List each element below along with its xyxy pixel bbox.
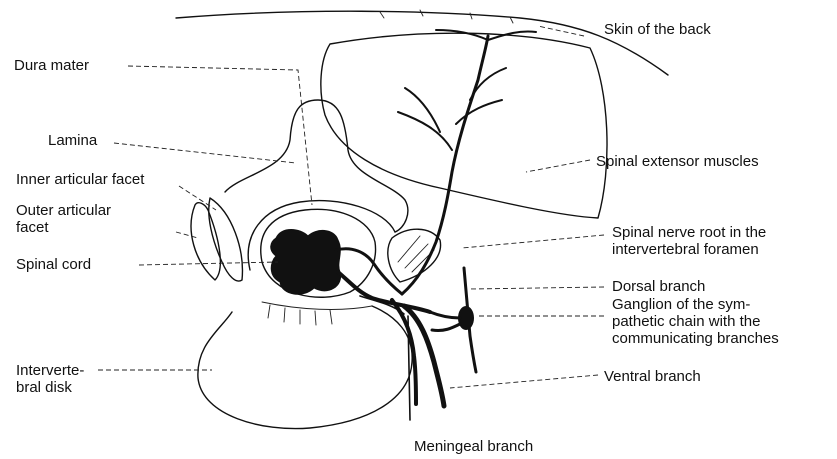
skin-outline	[176, 11, 668, 75]
right-facet-outline	[388, 229, 441, 282]
label-sympathetic-ganglion: Ganglion of the sym- pathetic chain with…	[612, 296, 779, 347]
label-intervertebral-disk: Interverte- bral disk	[16, 362, 84, 396]
label-dorsal-branch: Dorsal branch	[612, 278, 705, 295]
dorsal-branch-twigs	[398, 30, 536, 150]
communicating-branches	[430, 312, 460, 331]
label-inner-articular-facet: Inner articular facet	[16, 171, 144, 188]
label-spinal-extensor-muscles: Spinal extensor muscles	[596, 153, 759, 170]
disk-ligament	[262, 302, 372, 325]
vertebral-arch-outline	[225, 100, 408, 232]
label-spinal-cord: Spinal cord	[16, 256, 91, 273]
spinal-cord-shape	[271, 230, 341, 295]
label-meningeal-branch: Meningeal branch	[414, 438, 533, 455]
inner-facet-outline	[209, 198, 243, 281]
label-spinal-nerve-root: Spinal nerve root in the intervertebral …	[612, 224, 766, 258]
outer-facet-outline	[191, 203, 220, 280]
label-dura-mater: Dura mater	[14, 57, 89, 74]
label-lamina: Lamina	[48, 132, 97, 149]
label-ventral-branch: Ventral branch	[604, 368, 701, 385]
dorsal-branch-nerve	[402, 36, 488, 294]
disk-outline	[198, 306, 412, 429]
label-outer-articular-facet: Outer articular facet	[16, 202, 111, 236]
label-skin-of-the-back: Skin of the back	[604, 21, 711, 38]
